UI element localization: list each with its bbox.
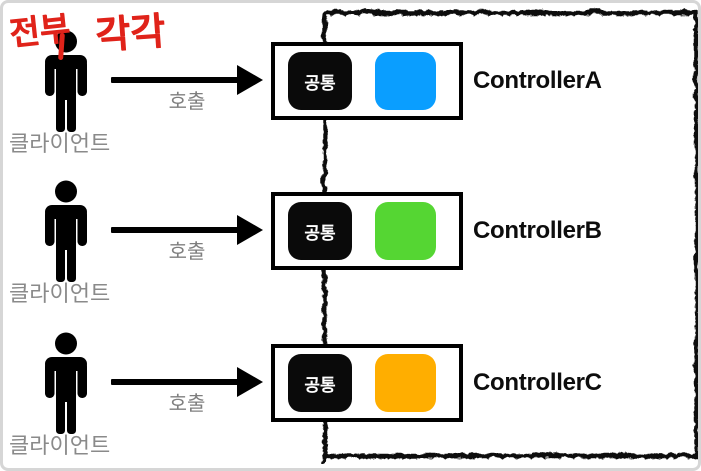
call-label: 호출 [168,241,206,263]
client-label: 클라이언트 [9,433,111,458]
controller-name: ControllerC [473,369,602,396]
unique-component-box [375,354,436,412]
call-arrow [111,227,239,233]
call-arrow-head [237,367,263,397]
controller-name: ControllerA [473,67,602,94]
call-arrow-head [237,65,263,95]
call-label: 호출 [168,91,206,113]
common-component-label: 공통 [304,73,336,93]
annotation-word-2: 각각 [93,10,167,58]
client-label: 클라이언트 [9,131,111,156]
unique-component-box [375,52,436,110]
call-arrow-head [237,215,263,245]
flow-row-c: 클라이언트 호출 공통 ControllerC [3,305,698,458]
person-silhouette-icon [45,30,87,132]
call-label: 호출 [168,393,206,415]
controller-box: 공통 [271,344,463,422]
common-component-box: 공통 [288,354,352,412]
common-component-label: 공통 [304,223,336,243]
person-silhouette-icon [45,180,87,282]
controller-box: 공통 [271,192,463,270]
flow-row-b: 클라이언트 호출 공통 ControllerB [3,153,698,306]
person-silhouette-icon [45,332,87,434]
call-arrow [111,379,239,385]
common-component-box: 공통 [288,52,352,110]
controller-box: 공통 [271,42,463,120]
unique-component-box [375,202,436,260]
client-label: 클라이언트 [9,281,111,306]
common-component-label: 공통 [304,375,336,395]
call-arrow [111,77,239,83]
controller-name: ControllerB [473,217,602,244]
common-component-box: 공통 [288,202,352,260]
